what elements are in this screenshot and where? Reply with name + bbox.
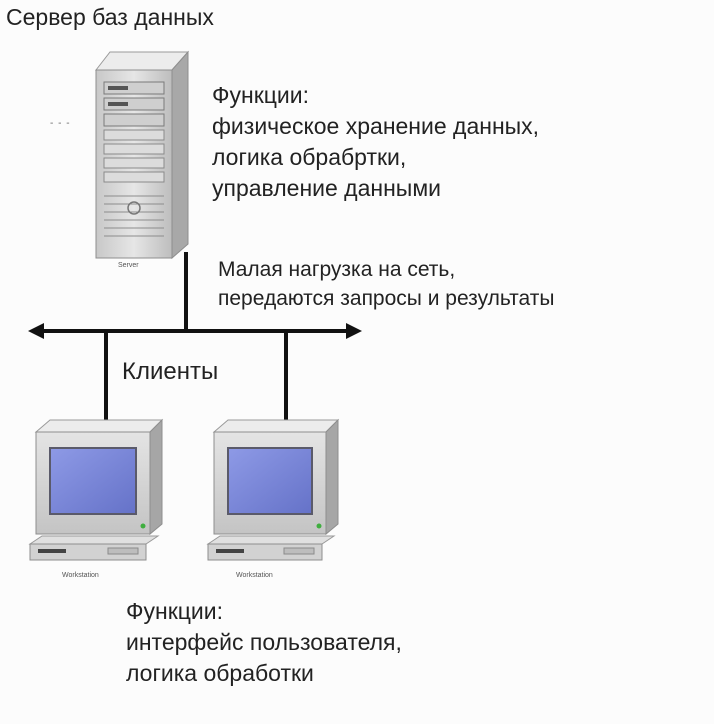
bus-arrow-left-icon bbox=[28, 323, 44, 339]
server-caption: Server bbox=[118, 262, 139, 269]
network-bus bbox=[28, 252, 362, 426]
power-led-icon bbox=[317, 524, 322, 529]
workstation-caption: Workstation bbox=[62, 572, 99, 579]
workstation-icon bbox=[208, 420, 338, 560]
workstation-icon bbox=[30, 420, 162, 560]
bus-arrow-right-icon bbox=[346, 323, 362, 339]
workstation-caption: Workstation bbox=[236, 572, 273, 579]
server-icon bbox=[96, 52, 188, 258]
power-led-icon bbox=[141, 524, 146, 529]
